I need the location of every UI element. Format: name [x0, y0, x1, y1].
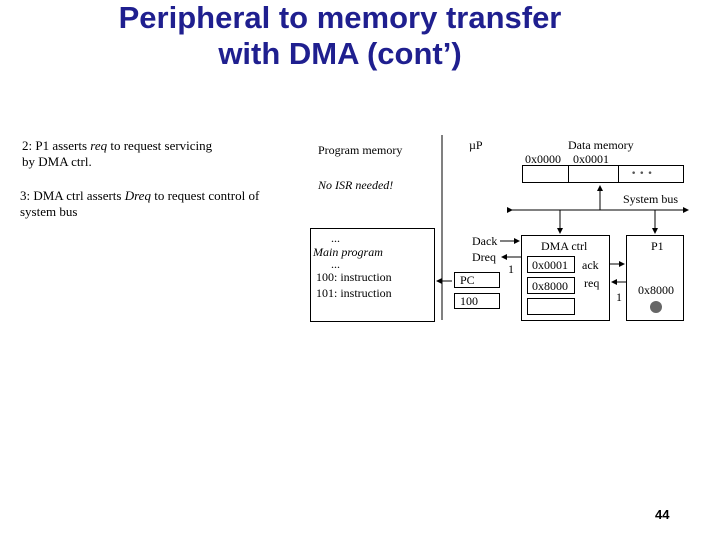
pc-value-box: 100 — [454, 293, 500, 309]
dma-reg-source-value: 0x0001 — [532, 258, 568, 272]
no-isr-note: No ISR needed! — [318, 178, 394, 192]
step-3-text-b: to request control of — [150, 188, 260, 203]
data-memory-ellipsis: • • • — [631, 169, 653, 179]
dreq-value: 1 — [508, 262, 514, 276]
microprocessor-label: µP — [469, 138, 483, 152]
dma-reg-dest: 0x8000 — [527, 277, 575, 294]
instruction-100: 100: instruction — [316, 270, 392, 284]
p1-addr: 0x8000 — [638, 283, 674, 297]
program-memory-label: Program memory — [318, 143, 403, 157]
req-value: 1 — [616, 290, 622, 304]
step-2-text-b: to request servicing — [107, 138, 213, 153]
pc-value: 100 — [460, 294, 478, 308]
program-dots-1: ... — [331, 231, 340, 245]
program-dots-2: ... — [331, 257, 340, 271]
main-program-label: Main program — [313, 245, 383, 259]
p1-label: P1 — [651, 239, 664, 253]
pc-register: PC — [454, 272, 500, 288]
dreq-label: Dreq — [472, 250, 496, 264]
dma-reg-dest-value: 0x8000 — [532, 279, 568, 293]
pc-label: PC — [460, 273, 475, 287]
system-bus-label: System bus — [623, 192, 679, 206]
req-label: req — [584, 276, 600, 290]
step-2-text-line-2: by DMA ctrl. — [22, 154, 92, 169]
program-memory-box: ... Main program ... 100: instruction 10… — [310, 228, 435, 322]
data-memory-addr-0000: 0x0000 — [525, 152, 561, 166]
slide-title: Peripheral to memory transfer with DMA (… — [0, 0, 680, 72]
data-memory-label: Data memory — [568, 138, 634, 152]
instruction-101: 101: instruction — [316, 286, 392, 300]
dack-label: Dack — [472, 234, 498, 248]
title-line-1: Peripheral to memory transfer — [118, 0, 562, 35]
p1-data-dot — [650, 301, 662, 313]
data-memory-cell-divider-1 — [568, 166, 569, 182]
dma-reg-count — [527, 298, 575, 315]
data-memory-cell-divider-2 — [618, 166, 619, 182]
step-2-text-a: 2: P1 asserts — [22, 138, 91, 153]
step-2-note: 2: P1 asserts req to request servicing b… — [22, 138, 212, 170]
step-2-req-term: req — [90, 138, 108, 153]
ack-label: ack — [582, 258, 599, 272]
dma-reg-source: 0x0001 — [527, 256, 575, 273]
step-3-text-a: 3: DMA ctrl asserts — [20, 188, 125, 203]
title-line-2: with DMA (cont’) — [218, 36, 462, 71]
step-3-note: 3: DMA ctrl asserts Dreq to request cont… — [20, 188, 259, 220]
step-3-text-line-2: system bus — [20, 204, 78, 219]
dma-ctrl-label: DMA ctrl — [541, 239, 588, 253]
dma-ctrl-box: DMA ctrl 0x0001 0x8000 ack req — [521, 235, 610, 321]
data-memory-box: • • • — [522, 165, 684, 183]
p1-box: P1 0x8000 — [626, 235, 684, 321]
step-3-dreq-term: Dreq — [124, 188, 151, 203]
data-memory-addr-0001: 0x0001 — [573, 152, 609, 166]
page-number: 44 — [655, 507, 670, 522]
